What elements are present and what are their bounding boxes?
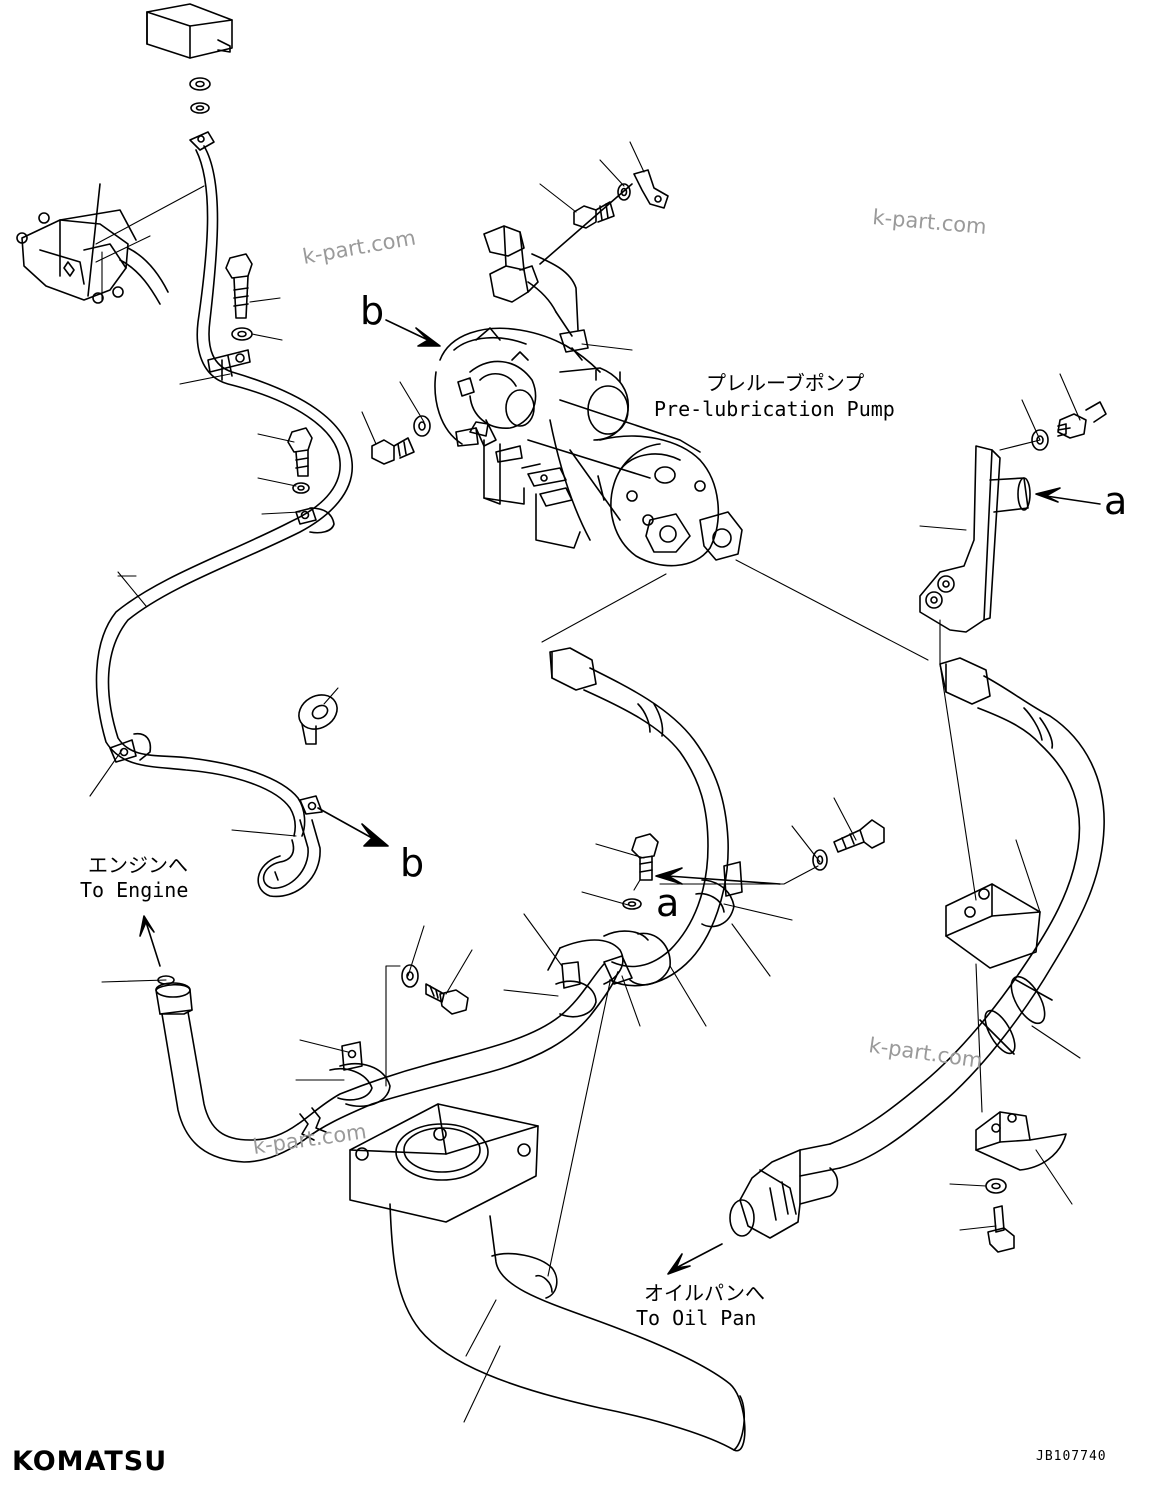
drawing-code: JB107740 <box>1036 1449 1107 1464</box>
lower-clamp-bolt <box>987 1205 1015 1253</box>
bolt-left-1 <box>225 253 253 319</box>
callout-a-right: a <box>1104 479 1127 523</box>
pump-label-en: Pre-lubrication Pump <box>654 397 895 421</box>
watermark-2: k-part.com <box>872 205 988 239</box>
pump-washer-left <box>413 415 431 437</box>
tube-mid-bolt <box>425 983 469 1015</box>
leader-lines <box>89 141 1081 1423</box>
arrow-b-bottom <box>317 807 389 847</box>
arrow-b-top <box>385 319 441 347</box>
callout-b-bottom: b <box>400 841 424 885</box>
hose-right-clamp-ring <box>979 975 1053 1055</box>
arrow-engine <box>139 915 161 967</box>
pump-top-washer <box>617 183 631 201</box>
ground-cable <box>95 131 353 898</box>
relay-box <box>146 3 233 59</box>
tube-mid-washer <box>401 964 419 988</box>
oilpan-label-en: To Oil Pan <box>636 1306 756 1330</box>
engine-label-en: To Engine <box>80 878 188 902</box>
tube-clamp-mid <box>555 961 597 1018</box>
komatsu-logo: KOMATSU <box>12 1446 167 1477</box>
suction-elbow <box>349 1103 746 1452</box>
arrow-a-right <box>1035 487 1101 505</box>
battery-relay-assembly <box>16 183 169 305</box>
bracket-a <box>919 445 1031 633</box>
right-hose-bolt <box>833 819 885 853</box>
bracket-bolt <box>1057 401 1107 439</box>
callout-b-top: b <box>360 289 384 333</box>
bracket-washer <box>1031 429 1049 451</box>
watermark-3: k-part.com <box>867 1033 984 1073</box>
bolt-left-2 <box>287 427 313 477</box>
tube-to-engine <box>155 930 649 1163</box>
pump-label-jp: プレルーブポンプ <box>706 371 864 395</box>
tube-clamp-left <box>329 1041 391 1108</box>
washer-stack <box>189 77 211 114</box>
arrow-oil-pan <box>667 1243 723 1275</box>
hose-center <box>549 647 729 987</box>
pre-lubrication-pump <box>434 327 743 567</box>
center-bolt <box>631 833 659 881</box>
arrow-a-center <box>655 867 781 885</box>
pump-top-bolt <box>573 201 615 229</box>
callout-a-center: a <box>656 881 679 925</box>
eye-terminal <box>298 694 338 745</box>
clamp-half-upper <box>945 883 1041 969</box>
hose-right <box>729 657 1105 1239</box>
washer-left-2 <box>292 482 310 494</box>
pump-connector <box>483 225 589 361</box>
pump-bolt-left <box>371 437 415 465</box>
right-hose-washer <box>812 849 828 871</box>
engine-label-jp: エンジンへ <box>88 853 188 877</box>
oilpan-label-jp: オイルパンへ <box>644 1281 765 1305</box>
clamp-half-lower <box>975 1111 1067 1171</box>
pump-top-clip <box>633 169 669 209</box>
lower-clamp-washer <box>985 1178 1007 1194</box>
washer-left-1 <box>231 327 253 341</box>
watermark-1: k-part.com <box>301 225 418 268</box>
